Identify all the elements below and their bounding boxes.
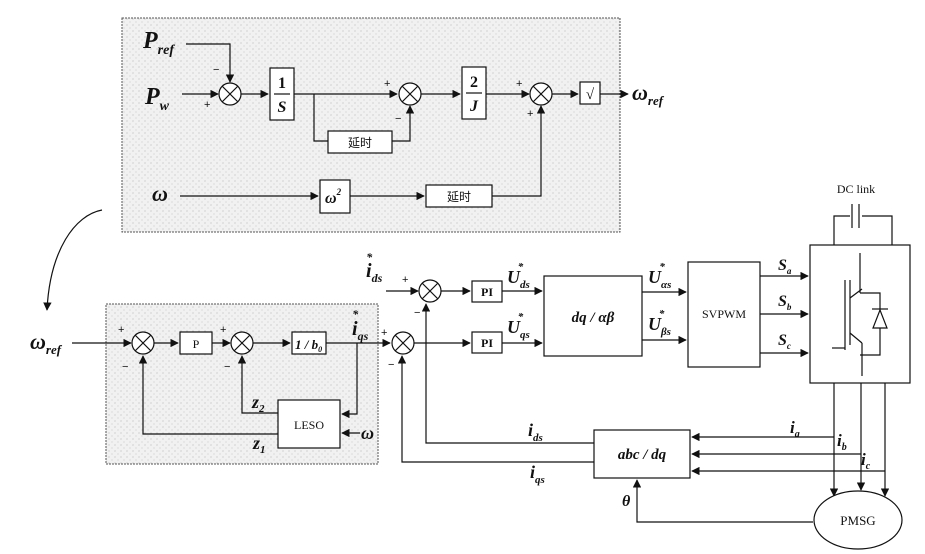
sign: − bbox=[122, 361, 128, 373]
svpwm-label: SVPWM bbox=[702, 307, 746, 321]
sign: − bbox=[224, 361, 230, 373]
ualpha-label: Uαs* bbox=[648, 261, 671, 291]
omega-leso-input: ω bbox=[361, 423, 374, 443]
sign: + bbox=[527, 108, 533, 120]
sign: + bbox=[220, 324, 226, 336]
sign: − bbox=[213, 64, 219, 76]
theta-wire bbox=[637, 480, 813, 522]
delay-label: 延时 bbox=[447, 190, 471, 204]
sign: − bbox=[414, 307, 420, 319]
iqs-feedback-wire bbox=[402, 356, 594, 462]
ib-label: ib bbox=[837, 431, 847, 453]
integrator-num: 1 bbox=[278, 75, 286, 92]
gain-num: 2 bbox=[470, 74, 478, 91]
sign: + bbox=[118, 324, 124, 336]
sqrt-symbol: √ bbox=[586, 87, 595, 103]
ids-label: ids bbox=[528, 420, 543, 444]
pi-q-label: PI bbox=[481, 336, 493, 350]
uds-label: Uds* bbox=[507, 261, 530, 291]
summing-junction-d bbox=[419, 280, 441, 302]
pi-d-label: PI bbox=[481, 285, 493, 299]
dc-link-capacitor-icon bbox=[834, 204, 892, 245]
pmsg-label: PMSG bbox=[840, 513, 875, 528]
summing-junction-speed bbox=[132, 332, 154, 354]
ids-ref-label: ids* bbox=[366, 250, 383, 285]
sign: + bbox=[381, 327, 387, 339]
ubeta-label: Uβs* bbox=[648, 308, 671, 338]
ia-label: ia bbox=[790, 418, 800, 440]
sb-label: Sb bbox=[778, 293, 792, 312]
omega-ref-output: ωref bbox=[632, 80, 665, 108]
omega-ref-input: ωref bbox=[30, 329, 63, 357]
p-label: P bbox=[193, 337, 200, 351]
summing-junction-q bbox=[392, 332, 414, 354]
sign: + bbox=[204, 99, 210, 111]
link-arrow bbox=[47, 210, 102, 310]
sa-label: Sa bbox=[778, 257, 792, 276]
inverse-b0-label: 1 / b0 bbox=[295, 337, 322, 354]
power-panel bbox=[122, 18, 620, 232]
gain-den: J bbox=[469, 98, 479, 115]
summing-junction-disturbance bbox=[231, 332, 253, 354]
sign: − bbox=[388, 359, 394, 371]
omega-input-label: ω bbox=[152, 181, 168, 206]
sign: + bbox=[516, 78, 522, 90]
delay-label: 延时 bbox=[348, 136, 372, 150]
summing-junction-3 bbox=[530, 83, 552, 105]
dc-link-label: DC link bbox=[837, 182, 875, 196]
sc-label: Sc bbox=[778, 332, 791, 351]
dq-alphabeta-label: dq / αβ bbox=[572, 310, 615, 326]
sign: + bbox=[402, 274, 408, 286]
theta-label: θ bbox=[622, 493, 631, 510]
uqs-label: Uqs* bbox=[507, 311, 530, 341]
sign: − bbox=[395, 113, 401, 125]
iqs-label: iqs bbox=[530, 462, 545, 486]
summing-junction-1 bbox=[219, 83, 241, 105]
summing-junction-2 bbox=[399, 83, 421, 105]
leso-label: LESO bbox=[294, 418, 324, 432]
integrator-den: S bbox=[278, 99, 287, 116]
abc-dq-label: abc / dq bbox=[618, 447, 667, 463]
sign: + bbox=[384, 78, 390, 90]
ic-label: ic bbox=[861, 450, 871, 472]
